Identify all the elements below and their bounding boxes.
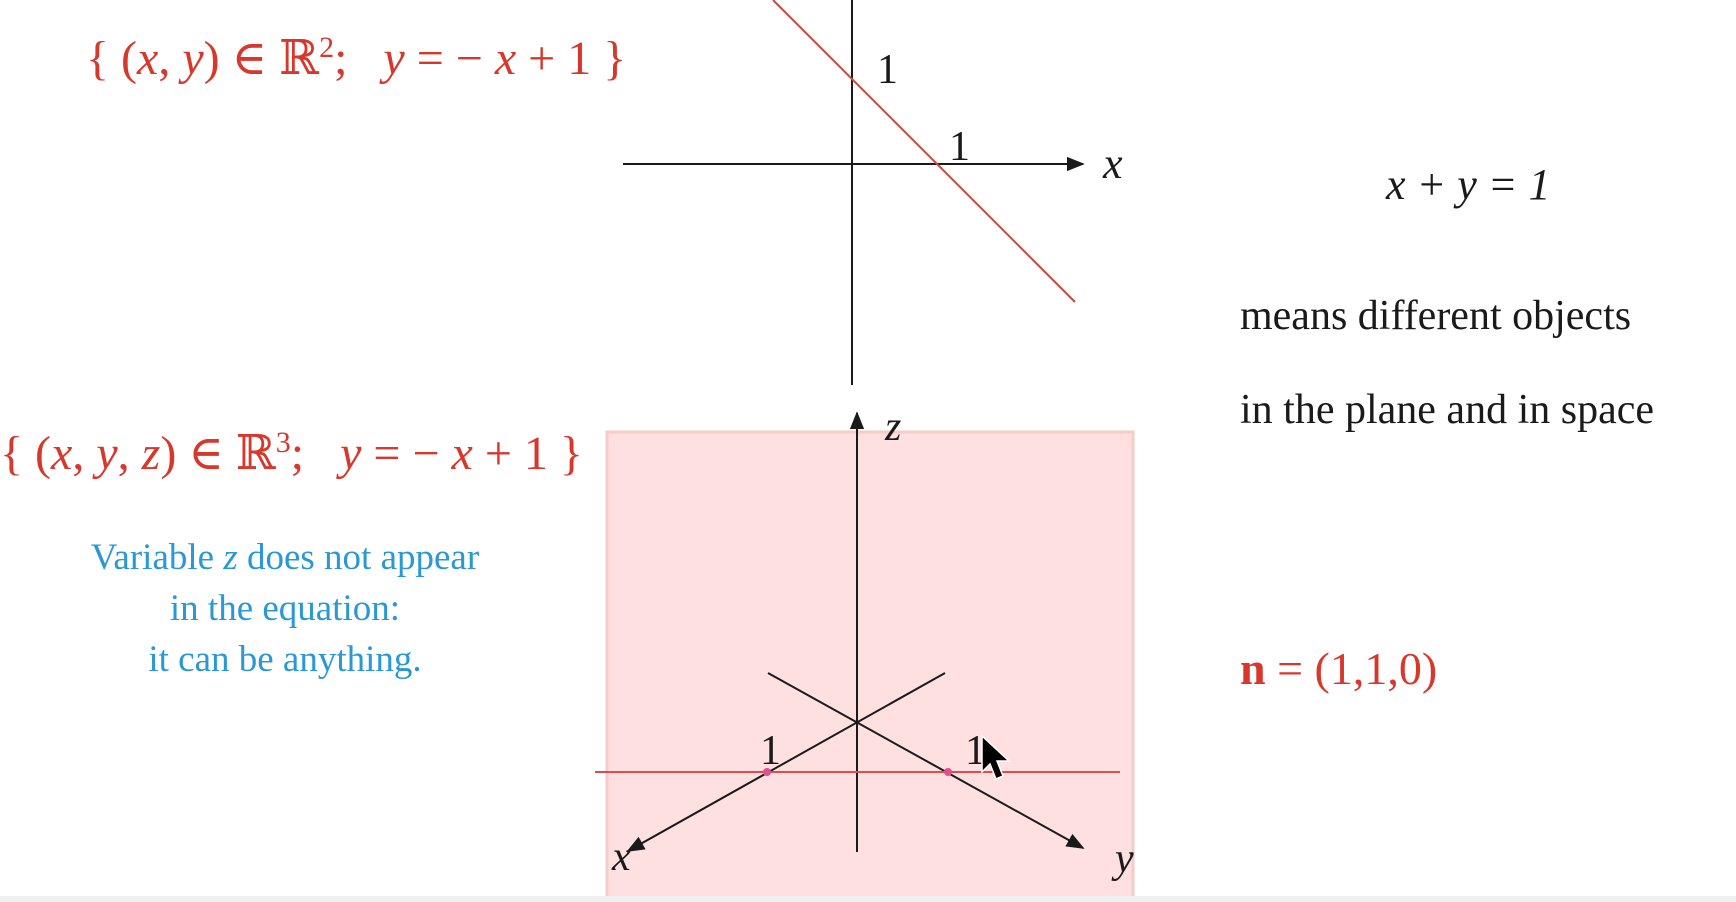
set-r2-eq-x: x <box>494 32 517 85</box>
x-intercept-label-2d: 1 <box>949 124 970 170</box>
set-r3-open: { ( <box>0 427 52 480</box>
set-r2-eq-rhs: = − <box>404 32 495 85</box>
set-r2-close-pair: ) ∈ <box>203 32 280 85</box>
set-r2-var-y: y <box>182 32 204 85</box>
diagram-3d: z x y 1 1 <box>595 404 1135 902</box>
y-axis-label-3d: y <box>1111 836 1134 882</box>
set-r3-field: ℝ <box>235 427 276 480</box>
y-intercept-label-2d: 1 <box>877 47 898 93</box>
y-axis-3d <box>767 672 1085 849</box>
note-line-1-pre: Variable <box>90 537 224 578</box>
y-intercept-point-3d <box>944 768 952 776</box>
set-r3-var-y: y <box>96 427 118 480</box>
note-line-1-var: z <box>223 537 238 578</box>
set-r3-comma1: , <box>72 427 97 480</box>
set-r3-sep: ; <box>290 427 341 480</box>
set-r3-eq-lhs: y <box>340 427 362 480</box>
set-r2-field: ℝ <box>279 32 320 85</box>
variable-note: Variable z does not appear in the equati… <box>40 532 530 685</box>
normal-vector-value: = (1,1,0) <box>1265 643 1438 694</box>
main-equation: x + y = 1 <box>1386 160 1551 209</box>
normal-vector: n = (1,1,0) <box>1240 642 1437 695</box>
mouse-cursor-icon <box>981 734 1011 780</box>
set-r3-close-pair: ) ∈ <box>160 427 236 480</box>
set-r3-comma2: , <box>117 427 142 480</box>
set-r2-expression: { (x, y) ∈ ℝ2; y = − x + 1 } <box>86 30 626 86</box>
y-tick-label-3d: 1 <box>965 728 986 774</box>
set-r3-var-z: z <box>141 427 161 480</box>
set-r2-var-x: x <box>137 32 159 85</box>
x-axis-3d <box>626 672 946 852</box>
set-r3-eq-x: x <box>451 427 473 480</box>
set-r2-eq-tail: + 1 } <box>516 32 627 85</box>
set-r2-open: { ( <box>86 32 138 85</box>
set-r2-sep: ; <box>334 32 384 85</box>
note-line-2: in the equation: <box>169 588 401 629</box>
set-r3-expression: { (x, y, z) ∈ ℝ3; y = − x + 1 } <box>0 425 583 481</box>
note-line-1: Variable z does not appear <box>40 532 530 583</box>
plane-3d <box>605 430 1135 902</box>
bottom-divider <box>0 896 1736 902</box>
set-r3-var-x: x <box>51 427 73 480</box>
set-r3-eq-tail: + 1 } <box>472 427 583 480</box>
set-r2-eq-lhs: y <box>383 32 405 85</box>
set-r2-comma: , <box>158 32 183 85</box>
note-line-1-post: does not appear <box>237 537 480 578</box>
set-r2-power: 2 <box>319 31 335 64</box>
note-line-3: it can be anything. <box>148 639 422 680</box>
description-line-1: means different objects <box>1240 293 1632 339</box>
x-axis-label-3d: x <box>611 834 631 880</box>
x-axis-label-2d: x <box>1102 139 1123 188</box>
line-2d <box>772 0 1076 303</box>
normal-vector-symbol: n <box>1240 643 1266 694</box>
description-line-2: in the plane and in space <box>1240 387 1655 433</box>
diagram-2d: 1 1 x <box>623 0 1123 385</box>
set-r3-power: 3 <box>275 426 291 459</box>
set-r3-eq-rhs: = − <box>361 427 452 480</box>
x-intercept-point-3d <box>763 768 771 776</box>
x-tick-label-3d: 1 <box>760 728 781 774</box>
z-axis-label-3d: z <box>884 404 901 450</box>
